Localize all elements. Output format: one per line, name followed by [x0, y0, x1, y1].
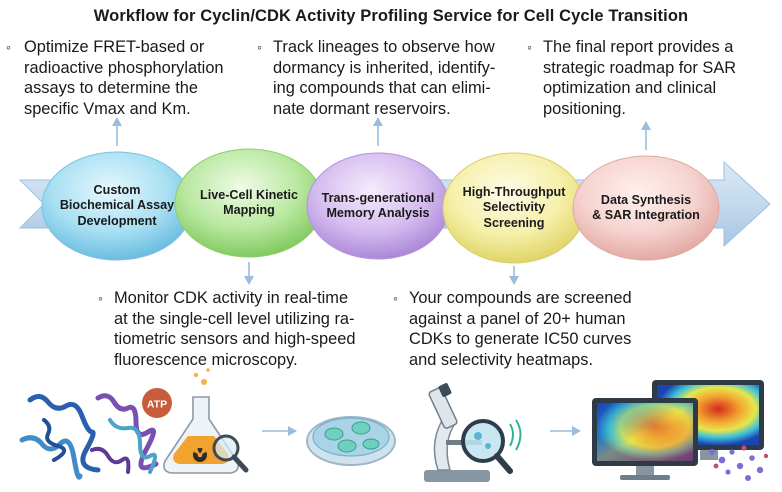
note-line: nate dormant reservoirs.: [273, 99, 451, 118]
note-line: positioning.: [543, 99, 626, 118]
note-line: tiometric sensors and high-speed: [114, 330, 356, 348]
bullet-icon: ◦: [98, 290, 103, 306]
note-line: Track lineages to observe how: [273, 38, 495, 56]
stage-trans-generational-memory: Trans-generational Memory Analysis: [307, 153, 449, 259]
connector-arrows: [112, 117, 651, 436]
stage-high-throughput-screening: High-Throughput Selectivity Screening: [443, 153, 585, 263]
bottom-note-2: ◦ Your compounds are screened against a …: [393, 288, 689, 370]
atp-label: ATP: [147, 399, 167, 411]
bullet-icon: ◦: [257, 39, 262, 55]
petri-dish-illustration: [306, 416, 396, 466]
stage-label-line: Screening: [483, 215, 545, 230]
note-line: Your compounds are screened: [409, 289, 632, 307]
note-line: radioactive phosphorylation: [24, 58, 224, 77]
note-line: Monitor CDK activity in real-time: [114, 289, 349, 307]
stage-label-line: Live-Cell Kinetic: [200, 187, 298, 202]
stage-label-line: Data Synthesis: [600, 192, 692, 207]
stage-data-synthesis-sar: Data Synthesis & SAR Integration: [573, 156, 719, 260]
atp-flask-illustration: ATP: [142, 368, 249, 474]
bullet-icon: ◦: [393, 290, 398, 306]
note-line: fluorescence microscopy.: [114, 350, 298, 369]
stage-custom-biochemical-assay: Custom Biochemical Assay Development: [42, 152, 192, 260]
stage-label-line: Selectivity: [482, 200, 546, 215]
top-note-2: ◦ Track lineages to observe how dormancy…: [257, 37, 523, 119]
stage-label-line: & SAR Integration: [592, 208, 700, 222]
top-note-1: ◦ Optimize FRET-based or radioactive pho…: [6, 37, 264, 119]
bullet-icon: ◦: [527, 39, 532, 55]
stage-ovals: [41, 148, 720, 264]
stage-live-cell-kinetic-mapping: Live-Cell Kinetic Mapping: [175, 149, 323, 257]
microscope-illustration: [424, 383, 522, 482]
heatmap-monitors-illustration: [592, 380, 769, 481]
note-line: specific Vmax and Km.: [24, 99, 191, 118]
note-line: The final report provides a: [543, 38, 734, 56]
stage-label-line: Memory Analysis: [326, 206, 430, 220]
note-line: against a panel of 20+ human: [409, 309, 626, 328]
note-line: optimization and clinical: [543, 79, 717, 97]
note-line: strategic roadmap for SAR: [543, 58, 737, 77]
protein-strands-illustration: [19, 393, 159, 480]
stage-oval-5: [572, 155, 720, 261]
bullet-icon: ◦: [6, 39, 11, 55]
note-line: dormancy is inherited, identify-: [273, 58, 496, 77]
stage-label-line: Biochemical Assay: [59, 198, 175, 213]
note-line: at the single-cell level utilizing ra-: [114, 309, 355, 328]
bottom-note-1: ◦ Monitor CDK activity in real-time at t…: [98, 288, 394, 370]
stage-label-line: Custom: [93, 182, 141, 197]
diagram-title: Workflow for Cyclin/CDK Activity Profili…: [93, 7, 689, 25]
stage-label-line: High-Throughput: [462, 184, 566, 199]
note-line: CDKs to generate IC50 curves: [409, 330, 632, 348]
note-line: assays to determine the: [24, 79, 199, 97]
stage-label-line: Trans-generational: [321, 190, 435, 205]
stage-label-line: Mapping: [223, 203, 275, 217]
stage-label-line: Development: [77, 213, 157, 228]
top-note-3: ◦ The final report provides a strategic …: [527, 37, 773, 119]
note-line: ing compounds that can elimi-: [273, 79, 491, 97]
note-line: Optimize FRET-based or: [24, 38, 205, 56]
note-line: and selectivity heatmaps.: [409, 350, 594, 369]
